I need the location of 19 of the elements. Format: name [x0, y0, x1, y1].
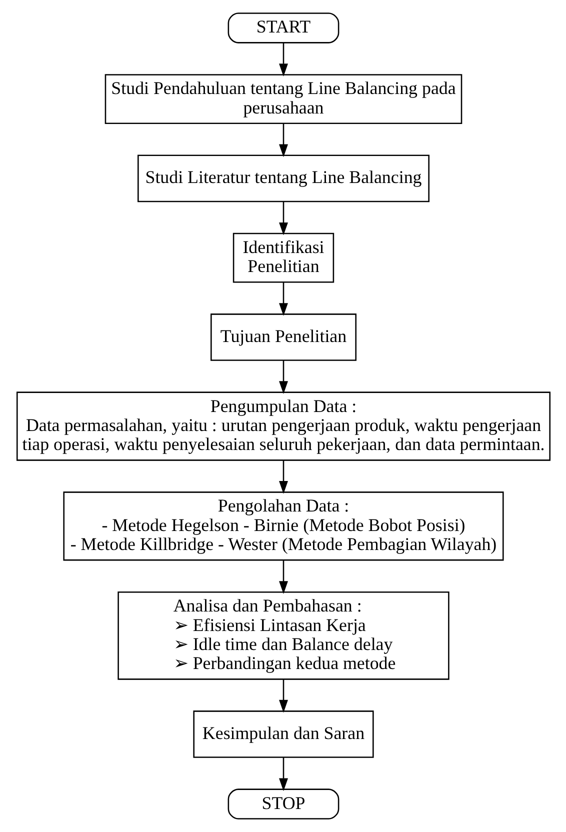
node-box: Pengolahan Data : - Metode Hegelson - Birnie (Metode Bobot Posisi) - Metode Killbridge - Wester (Metode Pembagian Wilayah): [62, 492, 504, 561]
arrow: [278, 679, 288, 713]
node-box: Studi Literatur tentang Line Balancing: [137, 154, 429, 202]
arrow: [278, 560, 288, 594]
arrow: [278, 202, 288, 236]
node-box: START: [227, 12, 339, 44]
arrow: [278, 758, 288, 792]
arrow: [278, 282, 288, 316]
node-box: Kesimpulan dan Saran: [192, 710, 374, 758]
arrow: [278, 360, 288, 394]
node-box: STOP: [227, 788, 339, 820]
node-box: Pengumpulan Data : Data permasalahan, yaitu : urutan pengerjaan produk, waktu pengerjaan tiap operasi, waktu penyelesaian seluruh pekerjaan, dan data permintaan.: [16, 392, 550, 461]
arrow: [278, 123, 288, 158]
arrow: [278, 42, 288, 76]
node-box: Identifikasi Penelitian: [232, 232, 334, 283]
node-box: Studi Pendahuluan tentang Line Balancing pada perusahaan: [104, 74, 462, 124]
node-box: Analisa dan Pembahasan : ➢ Efisiensi Lintasan Kerja ➢ Idle time dan Balance delay ➢ Perbandingan kedua metode: [117, 591, 449, 680]
node-box: Tujuan Penelitian: [210, 314, 356, 361]
arrow: [278, 460, 288, 494]
